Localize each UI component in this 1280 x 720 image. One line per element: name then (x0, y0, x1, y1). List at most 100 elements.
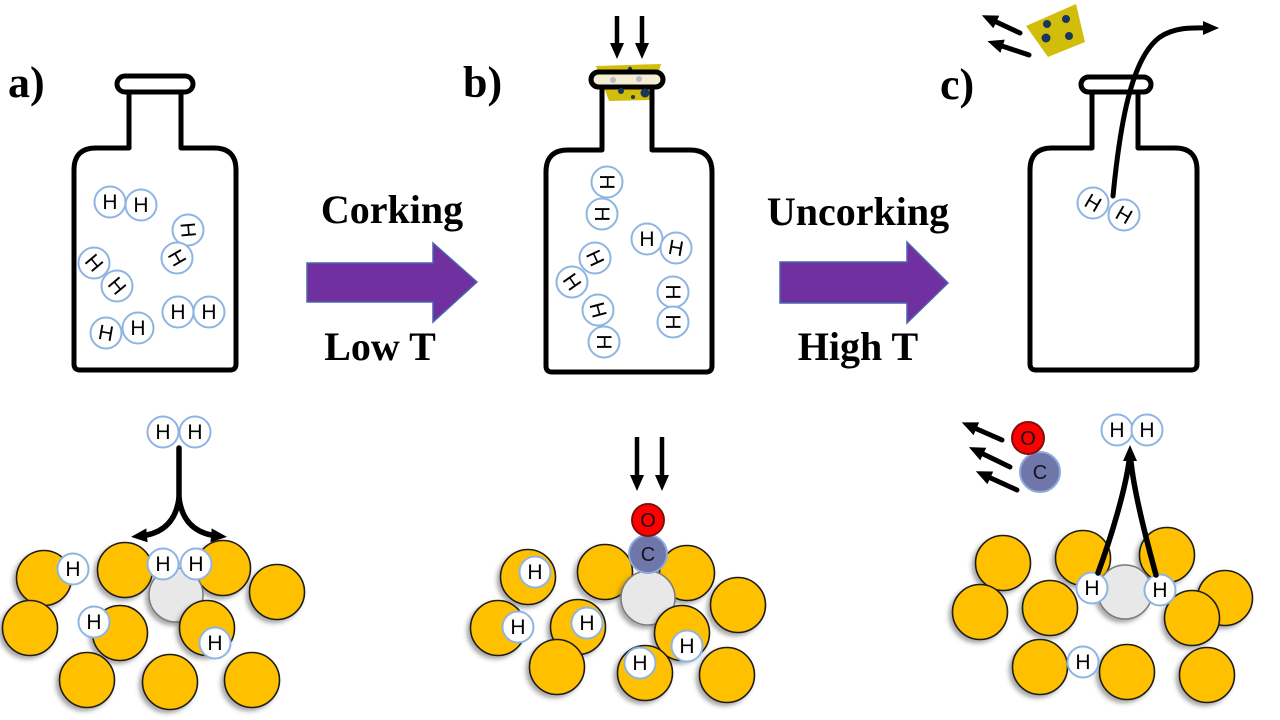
h-atom-circle (623, 646, 657, 680)
panel-b: b) H H H H H H (463, 16, 715, 375)
bottle-b-h2-molecules: H H H H H H H H H H (555, 165, 693, 359)
h-atom-label: H (133, 194, 148, 217)
h-atom-circle (570, 606, 604, 640)
cork-speckle (1062, 15, 1070, 23)
h-atom-label: H (1109, 419, 1124, 442)
h-atom-circle (178, 415, 212, 449)
c-atom-circle (1019, 451, 1061, 493)
co-desorbing: C O (961, 421, 1061, 493)
h2-molecule: H H (656, 275, 690, 339)
h2-molecule: H H (555, 241, 612, 299)
dissociation-branch-left (131, 495, 182, 543)
uncorking-condition: High T (798, 324, 919, 369)
cork-body (1026, 4, 1085, 57)
cork-speckle (636, 76, 642, 82)
h-atom-label: H (661, 284, 684, 299)
h-atom-label: H (201, 301, 216, 324)
h-atom-circle (77, 246, 111, 280)
h-atom-circle (146, 547, 180, 581)
metal-atom (1021, 579, 1079, 637)
h-atom-circle (670, 629, 704, 663)
surface-h-atoms: H H H (1066, 571, 1177, 679)
co-molecule: C O (628, 503, 668, 574)
panel-a: a) H H H H H H H H H H (8, 58, 239, 373)
cork-eject-arrow (987, 39, 1032, 58)
metal-atom (58, 651, 116, 709)
cork-eject-arrow (981, 15, 1023, 36)
o-atom-label: O (640, 510, 656, 532)
cork-press-arrows (610, 16, 649, 59)
h2-molecule: H H (93, 185, 158, 222)
h-atom-label: H (155, 421, 170, 444)
h-atom-label: H (130, 317, 145, 340)
metal-spheres (1, 539, 306, 711)
h-atom-circle (100, 269, 134, 303)
metal-atom (528, 638, 586, 696)
h-atom-label: H (155, 553, 170, 576)
h-atom-circle (587, 325, 621, 359)
cork-speckle (610, 77, 616, 83)
h-atom-label: H (188, 553, 203, 576)
bottle-a-h2-molecules: H H H H H H H H H H (77, 185, 226, 350)
cork-speckle (640, 88, 650, 98)
h2-molecule: H H (146, 415, 212, 449)
metal-atom (974, 534, 1032, 592)
recombination-branch-left (1095, 459, 1132, 576)
cluster-b: C O H H H H H (469, 437, 767, 704)
h-atom-label: H (65, 558, 80, 581)
bottle-c-body (1027, 92, 1200, 373)
h2-molecule: H H (161, 295, 226, 329)
h-atom-circle (121, 311, 155, 345)
h-atom-label: H (584, 300, 610, 321)
h-atom-circle (179, 547, 213, 581)
metal-atom (141, 653, 199, 711)
metal-atom (709, 576, 767, 634)
cork-speckle (631, 95, 635, 99)
dissociation-arrow (131, 445, 227, 543)
metal-spheres (951, 526, 1254, 704)
uncorking-title: Uncorking (767, 189, 949, 234)
h-atom-circle (555, 265, 589, 299)
metal-atom (1163, 589, 1221, 647)
h-atom-circle (192, 295, 226, 329)
bottle-a-lip (114, 73, 196, 95)
cork-speckle (1041, 33, 1051, 43)
h-atom-label: H (96, 321, 115, 346)
h-atom-label: H (102, 191, 117, 214)
cork-speckle (618, 88, 624, 94)
dissociation-branch-right (176, 495, 227, 543)
h-atom-label: H (661, 314, 684, 329)
h-atom-circle (1066, 645, 1100, 679)
h2-molecule: H H (77, 246, 134, 303)
h-atom-circle (124, 188, 158, 222)
h-atom-label: H (1152, 579, 1167, 602)
h-atom-label: H (579, 612, 594, 635)
h2-molecule: H H (1076, 186, 1141, 232)
h-atom-circle (89, 316, 123, 350)
h-atom-circle (656, 305, 690, 339)
h2-molecule: H H (160, 213, 205, 275)
panel-c-label: c) (940, 60, 974, 109)
h-atom-circle (77, 605, 111, 639)
h-atom-label: H (1075, 651, 1090, 674)
h-atom-label: H (187, 421, 202, 444)
h-atom-circle (585, 197, 619, 231)
metal-atom (576, 543, 634, 601)
corking-arrow (306, 241, 479, 324)
h-atom-circle (171, 213, 205, 247)
panel-a-label: a) (8, 58, 45, 107)
h-atom-label: H (590, 206, 613, 221)
h-atom-circle (160, 241, 194, 275)
h-atom-label: H (639, 228, 654, 251)
co-press-arrows (630, 437, 669, 491)
panel-c: c) H H (940, 4, 1219, 373)
h-atom-circle (1107, 198, 1141, 232)
o-atom-circle (631, 503, 665, 537)
h-atom-circle (1075, 571, 1109, 605)
metal-atom (951, 583, 1009, 641)
transition-uncorking: Uncorking High T (767, 189, 949, 369)
h-atom-label: H (679, 635, 694, 658)
h-atom-circle (578, 241, 612, 275)
h-atom-label: H (592, 334, 615, 349)
